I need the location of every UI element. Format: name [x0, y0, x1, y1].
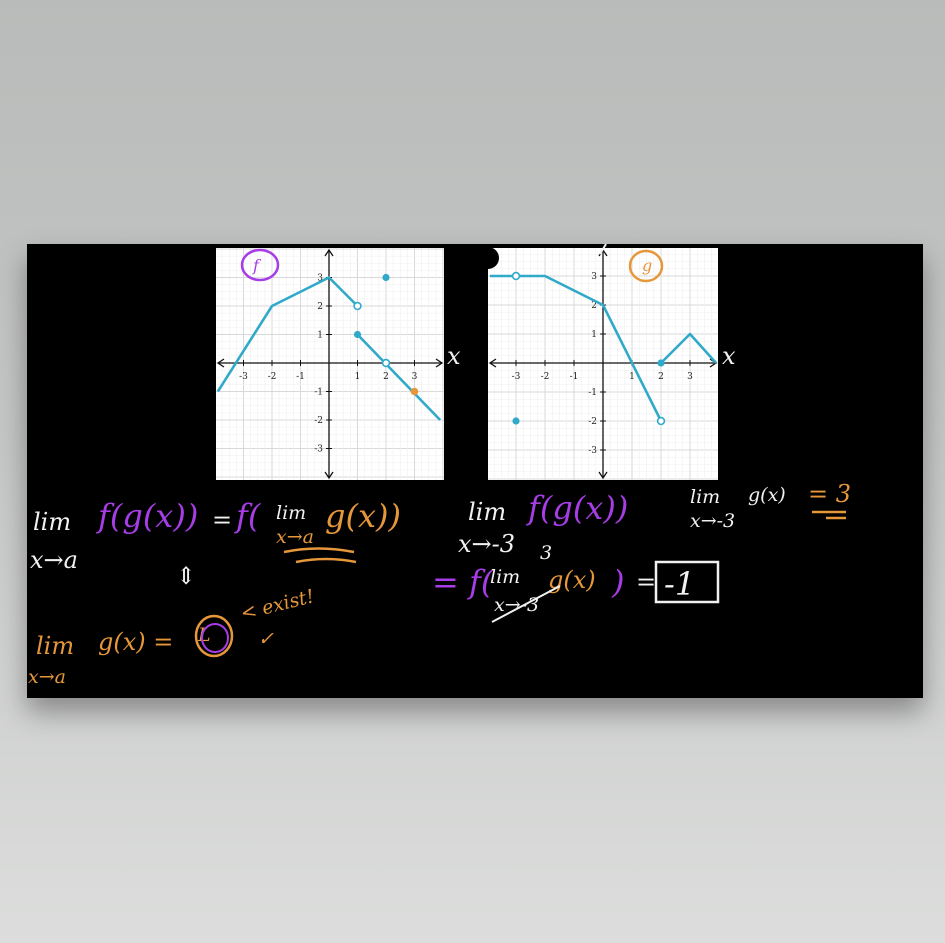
y-tick-label: 1	[591, 330, 597, 340]
y-tick-label: -1	[314, 388, 323, 398]
graph-g-name-label: g	[642, 256, 653, 275]
y-tick-label: -2	[588, 417, 597, 427]
open-point	[656, 416, 666, 426]
curve-segment	[660, 332, 718, 364]
graph-f-name-label: f	[253, 256, 259, 275]
open-point	[381, 358, 391, 368]
note-g-x-bottom: g(x) =	[98, 628, 174, 656]
note-x-to-a: x→a	[30, 546, 78, 574]
answer-box	[654, 560, 720, 604]
L-circle-stroke	[194, 614, 234, 658]
y-tick-label: 1	[317, 331, 323, 341]
curve-segment	[216, 276, 359, 393]
pen-blob	[477, 247, 499, 269]
graph-f-panel: -3 -2 -1 1 2 3 -3 -2 -1 1 2 3	[216, 248, 444, 480]
note-f-of-g-mid: f(g(x))	[528, 489, 629, 527]
x-tick-label: 2	[658, 372, 664, 382]
y-tick-label: 3	[591, 272, 597, 282]
underline-x-to-a	[283, 547, 355, 554]
closed-point	[382, 273, 390, 282]
note-eq-three: = 3	[808, 480, 852, 508]
note-eq-f: = f(	[432, 563, 494, 601]
x-tick-label: -3	[512, 372, 521, 382]
closed-point	[657, 359, 665, 367]
y-tick-label: -1	[588, 388, 597, 398]
y-tick-label: 2	[591, 301, 597, 311]
closed-point	[512, 417, 520, 425]
note-three-small: 3	[540, 542, 553, 564]
graph-f-plot: -3 -2 -1 1 2 3 -3 -2 -1 1 2 3	[216, 248, 444, 480]
note-lim: lim	[33, 508, 72, 536]
graph-g-x-axis-label: x	[722, 342, 736, 370]
x-tick-label: 3	[412, 372, 418, 382]
note-x-to-a-bottom: x→a	[28, 666, 66, 688]
note-f-of-g: f(g(x))	[98, 497, 199, 535]
open-point	[511, 271, 521, 281]
x-tick-label: 1	[355, 372, 361, 382]
note-x-to-a-orange: x→a	[276, 526, 314, 548]
note-eq-result: =	[636, 568, 657, 596]
open-point	[353, 301, 362, 311]
note-f-open: f(	[236, 497, 261, 535]
note-result: -1	[664, 565, 696, 603]
graph-g-panel: -3 -2 -1 1 2 3 -3 -2 -1 1 2 3	[488, 248, 718, 480]
note-x-to-neg3: x→-3	[458, 530, 516, 558]
note-g-of-x: g(x))	[325, 497, 401, 535]
curve-segment	[356, 333, 442, 421]
graph-g-plot: -3 -2 -1 1 2 3 -3 -2 -1 1 2 3	[488, 248, 718, 480]
note-equals: =	[212, 506, 233, 534]
cross-out-stroke	[491, 585, 561, 623]
check-icon: ✓	[258, 628, 274, 650]
y-axis-arrow-bottom	[324, 471, 334, 480]
axis-stub-stroke	[599, 243, 607, 255]
y-tick-label: -3	[314, 445, 323, 455]
x-tick-label: -2	[541, 372, 550, 382]
L-inner-circle-stroke	[201, 623, 229, 653]
y-tick-label: 2	[317, 302, 323, 312]
underline-x-to-a-2	[295, 557, 357, 564]
graph-f-x-axis-label: x	[447, 342, 461, 370]
note-lim-inner: lim	[276, 502, 307, 524]
y-tick-label: 3	[317, 274, 323, 284]
blackboard	[27, 244, 923, 698]
note-lim-bottom: lim	[36, 632, 75, 660]
note-lim-right: lim	[690, 486, 721, 508]
note-lim-mid: lim	[468, 498, 507, 526]
g-circle-stroke	[628, 249, 664, 283]
note-x-to-neg3-right: x→-3	[690, 510, 736, 532]
x-axis-arrow-right	[435, 358, 444, 368]
x-tick-label: -2	[268, 372, 277, 382]
note-x-crossed: x→-3	[494, 594, 540, 616]
x-tick-label: 3	[687, 372, 693, 382]
x-tick-label: 1	[629, 372, 635, 382]
iff-arrow-icon: ⇕	[176, 562, 197, 590]
x-axis-arrow-left	[216, 358, 225, 368]
y-axis-arrow-bottom	[598, 471, 608, 480]
y-tick-label: -2	[314, 416, 323, 426]
note-close-paren: )	[612, 563, 625, 601]
x-tick-label: -3	[239, 372, 248, 382]
x-axis-arrow-left	[488, 358, 497, 368]
x-tick-label: -1	[570, 372, 579, 382]
f-circle-stroke	[240, 248, 280, 282]
y-axis-arrow-top	[324, 248, 334, 257]
note-lim-crossed: lim	[490, 566, 521, 588]
highlight-point	[410, 387, 419, 396]
closed-point	[353, 330, 362, 339]
x-tick-label: -1	[296, 372, 305, 382]
note-g-x-right: g(x)	[748, 484, 786, 506]
x-tick-label: 2	[383, 372, 389, 382]
y-tick-label: -3	[588, 446, 597, 456]
